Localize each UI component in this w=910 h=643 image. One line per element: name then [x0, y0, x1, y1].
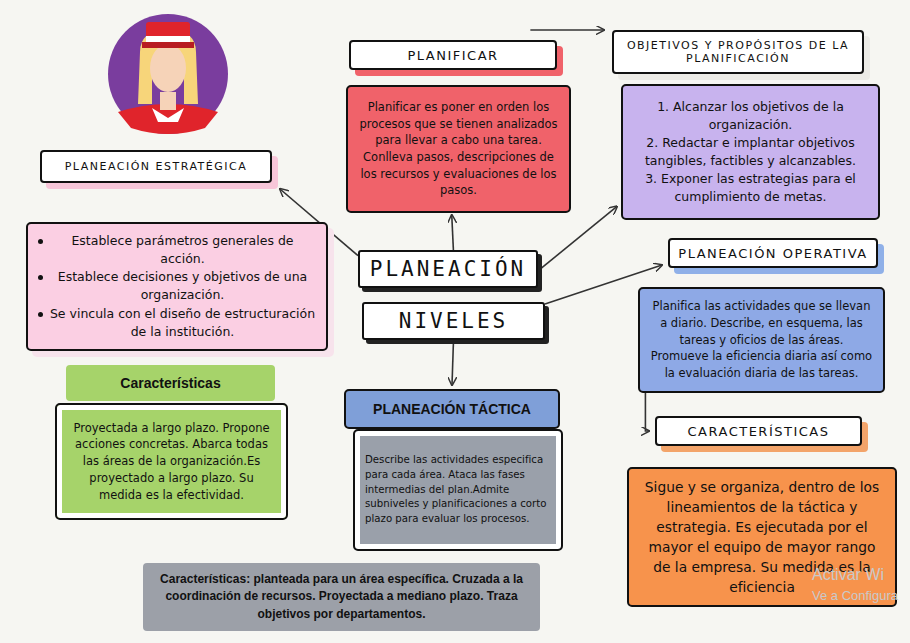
node-text: CARACTERÍSTICAS: [663, 424, 854, 439]
heading-box: OBJETIVOS Y PROPÓSITOS DE LA PLANIFICACI…: [612, 30, 864, 74]
arrow-connector: [645, 393, 649, 431]
node-text: PLANEACIÓN OPERATIVA: [676, 246, 870, 261]
bullet-row: Establece decisiones y objetivos de una …: [38, 268, 316, 304]
bullet-box: Establece parámetros generales de acción…: [26, 222, 328, 351]
arrow-connector: [538, 206, 617, 271]
avatar-hat: [146, 22, 190, 44]
heading-box: CARACTERÍSTICAS: [655, 416, 862, 446]
node-text: Características: [76, 373, 265, 393]
node-text: PLANIFICAR: [357, 48, 549, 63]
node-text: 3. Exponer las estrategias para el cumpl…: [633, 170, 868, 206]
heading-box: PLANIFICAR: [349, 40, 557, 70]
arrow-connector: [452, 215, 454, 250]
description-box: Planifica las actividades que se llevan …: [638, 287, 885, 393]
arrow-connector: [530, 29, 604, 31]
avatar-hat-brim: [142, 42, 194, 48]
node-text: Planificar es poner en orden los proceso…: [358, 99, 559, 199]
characteristics-box: Proyectada a largo plazo. Propone accion…: [55, 403, 288, 520]
node-text: NIVELES: [370, 309, 537, 333]
bullet-row: Se vincula con el diseño de estructuraci…: [38, 305, 316, 341]
node-text: OBJETIVOS Y PROPÓSITOS DE LA PLANIFICACI…: [620, 39, 856, 65]
watermark-text: Activar Wi: [812, 566, 884, 584]
avatar-collar: [152, 108, 184, 122]
watermark-text: Ve a Configura: [812, 588, 898, 603]
node-text: PLANEACIÓN ESTRATÉGICA: [48, 160, 264, 173]
bullet-dot: [38, 275, 43, 280]
characteristics-box: Sigue y se organiza, dentro de los linea…: [627, 467, 897, 607]
node-text: Planifica las actividades que se llevan …: [650, 298, 873, 381]
bullet-dot: [38, 239, 43, 244]
node-text: Características: planteada para un área …: [153, 571, 530, 623]
avatar-hat-band: [146, 36, 190, 42]
list-box: 1. Alcanzar los objetivos de la organiza…: [621, 84, 880, 220]
bullet-row: Establece parámetros generales de acción…: [38, 232, 316, 268]
definition-box: Planificar es poner en orden los proceso…: [346, 85, 571, 213]
heading-box: PLANEACIÓN OPERATIVA: [668, 238, 878, 268]
heading-band: Características: [66, 365, 275, 401]
central-box: NIVELES: [362, 302, 545, 340]
node-text: PLANEACIÓN: [366, 257, 530, 281]
characteristics-band: Características: planteada para un área …: [143, 563, 540, 631]
node-text: Proyectada a largo plazo. Propone accion…: [67, 420, 276, 503]
heading-box: PLANEACIÓN TÁCTICA: [344, 389, 560, 429]
avatar-face: [150, 44, 186, 92]
avatar-circle: [108, 14, 228, 134]
node-text: Se vincula con el diseño de estructuraci…: [49, 305, 316, 341]
node-text: Describe las actividades especifica para…: [365, 453, 551, 527]
arrow-connector: [452, 340, 454, 385]
node-text: 1. Alcanzar los objetivos de la organiza…: [633, 98, 868, 134]
node-text: 2. Redactar e implantar objetivos tangib…: [633, 134, 868, 170]
heading-box: PLANEACIÓN ESTRATÉGICA: [40, 150, 272, 183]
description-box: Describe las actividades especifica para…: [353, 429, 563, 551]
avatar-neck: [160, 92, 176, 110]
bullet-dot: [38, 312, 43, 317]
central-box: PLANEACIÓN: [358, 250, 538, 288]
node-text: Establece parámetros generales de acción…: [49, 232, 316, 268]
node-text: PLANEACIÓN TÁCTICA: [356, 399, 548, 419]
node-text: Establece decisiones y objetivos de una …: [49, 268, 316, 304]
avatar-hair: [138, 30, 198, 104]
